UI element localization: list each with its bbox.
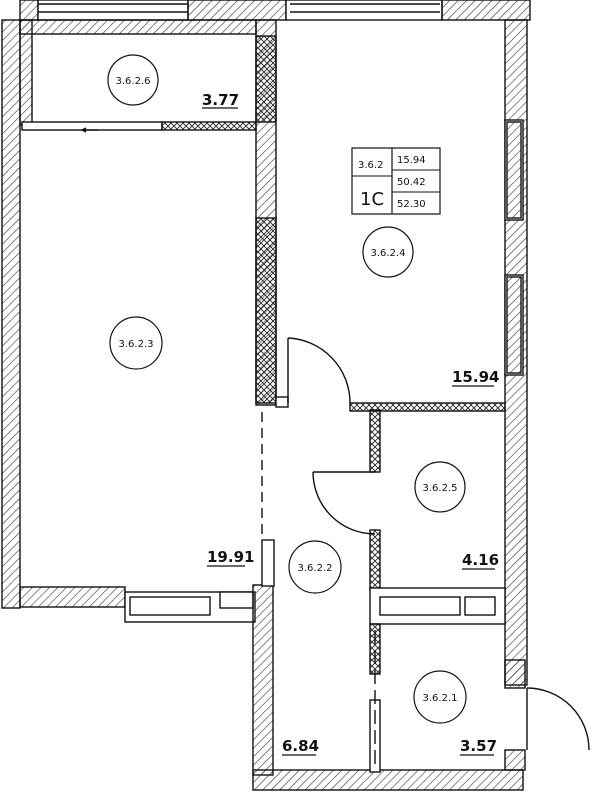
room-area: 3.57 (460, 737, 497, 755)
doors (80, 127, 590, 770)
room-area: 6.84 (282, 737, 319, 755)
outer-walls (1, 0, 531, 791)
room-3-6-2-3: 3.6.2.3 19.91 (109, 316, 254, 567)
apartment-type: 1C (360, 189, 384, 210)
room-3-6-2-2: 3.6.2.2 6.84 (282, 540, 342, 756)
room-area: 15.94 (452, 368, 499, 386)
room-area: 3.77 (202, 91, 239, 109)
room-id: 3.6.2.3 (119, 339, 154, 350)
room-3-6-2-6: 3.6.2.6 3.77 (107, 54, 239, 109)
apartment-number: 3.6.2 (358, 160, 383, 171)
room-3-6-2-4: 3.6.2.4 15.94 (362, 226, 499, 387)
room-id: 3.6.2.5 (423, 483, 458, 494)
total-area: 50.42 (397, 177, 426, 188)
interior-walls (21, 121, 506, 773)
room-id: 3.6.2.1 (423, 693, 458, 704)
room-area: 4.16 (462, 551, 499, 569)
room-3-6-2-5: 3.6.2.5 4.16 (414, 461, 499, 570)
room-id: 3.6.2.2 (298, 563, 333, 574)
room-3-6-2-1: 3.6.2.1 3.57 (413, 670, 497, 756)
living-area: 15.94 (397, 155, 426, 166)
apartment-info-table: 3.6.2 1C 15.94 50.42 52.30 (351, 147, 441, 215)
room-id: 3.6.2.6 (116, 76, 151, 87)
room-area: 19.91 (207, 548, 254, 566)
area-with-balcony: 52.30 (397, 199, 426, 210)
room-id: 3.6.2.4 (371, 248, 406, 259)
